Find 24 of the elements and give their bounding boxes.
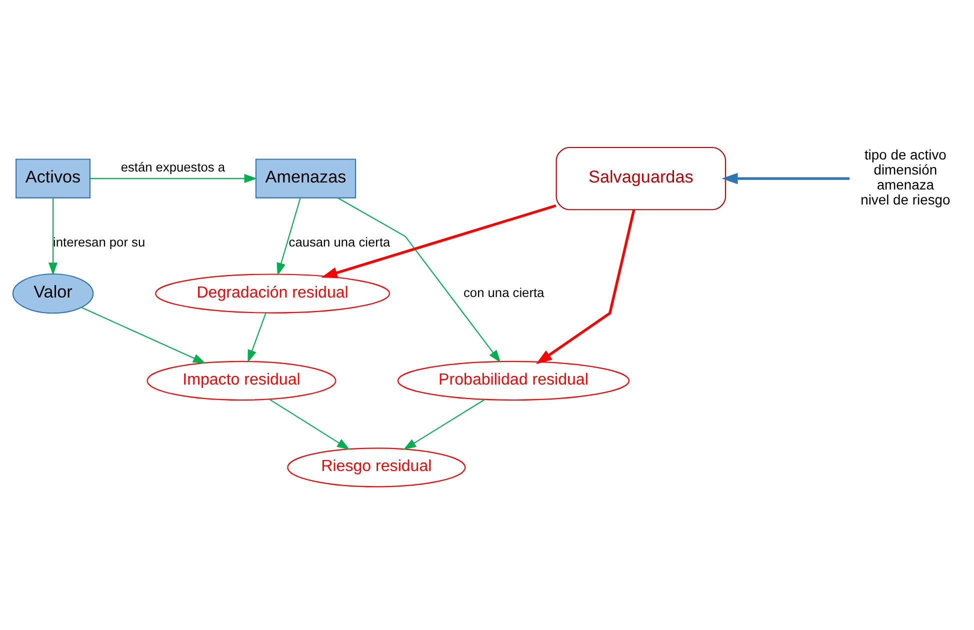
edge-label: interesan por su [53,234,146,250]
arrow [276,198,301,276]
node-box: Activos [16,158,90,198]
arrow [269,398,350,450]
arrow [48,198,58,275]
node-ellipse: Degradación residual [155,273,390,313]
node-text: tipo de activo dimensión amenaza nivel de riesgo [860,146,950,208]
arrow [248,312,266,362]
arrow [90,174,258,183]
edge-label: causan una cierta [288,234,390,250]
node-box: Salvaguardas [556,146,726,210]
arrow [81,306,206,364]
node-ellipse: Impacto residual [146,360,336,400]
arrow [536,208,636,364]
node-ellipse: Riesgo residual [287,447,466,487]
arrow [321,204,556,278]
arrow [338,196,501,362]
node-ellipse: Probabilidad residual [397,360,630,400]
edge-label: están expuestos a [120,159,226,174]
arrow [403,398,486,450]
node-box: Amenazas [255,158,356,198]
arrow [722,172,850,184]
edge-label: con una cierta [464,284,544,300]
node-ellipse: Valor [12,272,94,314]
